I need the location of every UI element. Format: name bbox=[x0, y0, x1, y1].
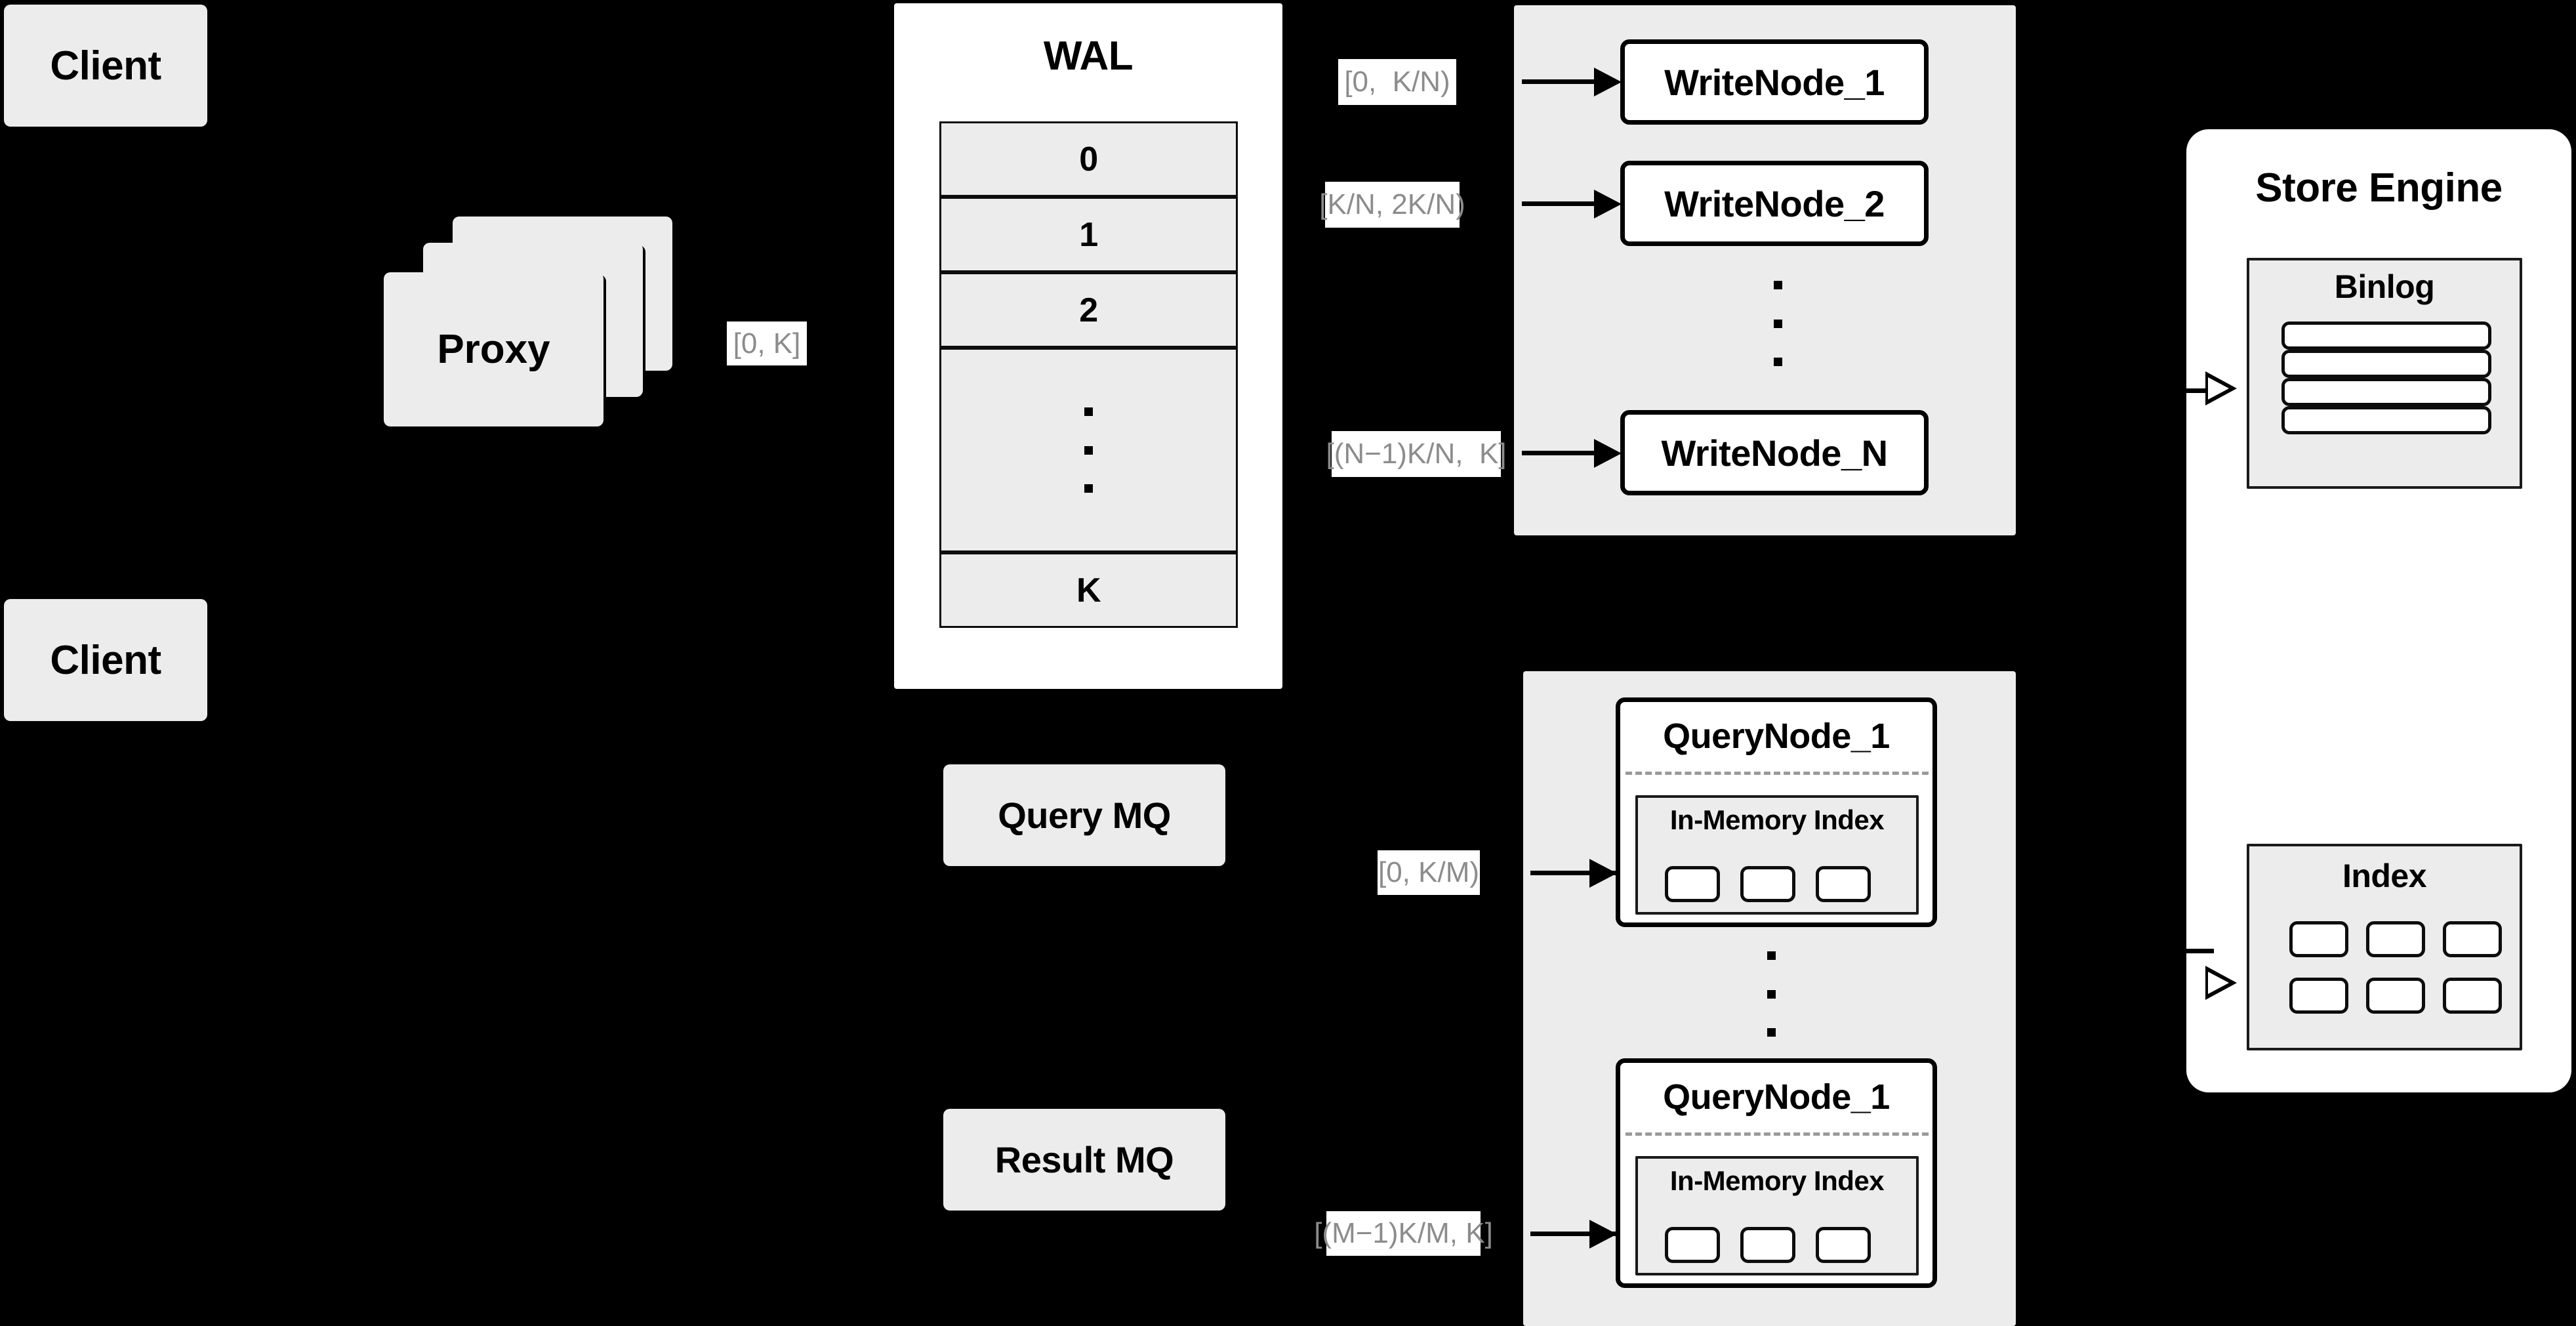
query-node-1-index-title: In-Memory Index bbox=[1635, 804, 1919, 837]
arrow-to-write-node-1-head bbox=[1594, 68, 1622, 96]
index-cell-5[interactable] bbox=[2366, 978, 2425, 1014]
query-node-m-segment-1[interactable] bbox=[1665, 1227, 1720, 1263]
proxy-range-label: [0, K] bbox=[727, 321, 807, 365]
arrow-to-binlog-line bbox=[2186, 388, 2214, 393]
query-node-1-title: QueryNode_1 bbox=[1616, 715, 1937, 757]
write-node-1[interactable]: WriteNode_1 bbox=[1620, 39, 1929, 125]
index-cell-6[interactable] bbox=[2443, 978, 2502, 1014]
write-node-n-label: WriteNode_N bbox=[1661, 432, 1888, 474]
dot bbox=[1773, 281, 1782, 289]
write-node-n-range-text: [(N−1)K/N, K] bbox=[1326, 438, 1507, 470]
index-title-text: Index bbox=[2342, 858, 2427, 894]
wal-cell-k-label: K bbox=[1076, 571, 1101, 610]
write-node-2[interactable]: WriteNode_2 bbox=[1620, 161, 1929, 246]
wal-cell-0-label: 0 bbox=[1079, 140, 1098, 178]
dot bbox=[1773, 319, 1782, 328]
wal-ellipsis-dots bbox=[1084, 407, 1093, 493]
dot bbox=[1767, 1028, 1776, 1037]
wal-cell-2-label: 2 bbox=[1079, 291, 1098, 329]
write-node-2-range-text: [K/N, 2K/N) bbox=[1319, 188, 1465, 220]
write-node-1-label: WriteNode_1 bbox=[1664, 61, 1885, 103]
query-node-m-label: QueryNode_1 bbox=[1663, 1077, 1890, 1117]
index-cell-2[interactable] bbox=[2366, 921, 2425, 957]
query-node-1-segment-1[interactable] bbox=[1665, 866, 1720, 902]
wal-cell-k[interactable]: K bbox=[939, 552, 1238, 628]
binlog-row-4[interactable] bbox=[2281, 406, 2491, 434]
client-box-2[interactable]: Client bbox=[4, 599, 207, 721]
query-node-m-range-text: [(M−1)K/M, K] bbox=[1314, 1217, 1493, 1249]
query-node-1-range-label: [0, K/M) bbox=[1378, 850, 1480, 895]
proxy-box[interactable]: Proxy bbox=[384, 272, 603, 426]
binlog-row-2[interactable] bbox=[2281, 350, 2491, 378]
index-title: Index bbox=[2247, 856, 2522, 896]
wal-cell-0[interactable]: 0 bbox=[939, 121, 1238, 197]
write-group-ellipsis bbox=[1771, 281, 1784, 366]
index-cell-4[interactable] bbox=[2289, 978, 2348, 1014]
wal-title-text: WAL bbox=[1043, 33, 1134, 79]
binlog-title: Binlog bbox=[2247, 268, 2522, 306]
wal-cell-ellipsis bbox=[939, 348, 1238, 552]
query-node-m-title: QueryNode_1 bbox=[1616, 1076, 1937, 1118]
arrow-to-write-node-1-line bbox=[1522, 79, 1607, 84]
client-box-1[interactable]: Client bbox=[4, 5, 207, 127]
query-node-1-separator bbox=[1625, 772, 1929, 775]
index-cell-3[interactable] bbox=[2443, 921, 2502, 957]
write-node-n-range-label: [(N−1)K/N, K] bbox=[1326, 431, 1507, 477]
client-label-1: Client bbox=[50, 43, 161, 89]
arrow-to-write-node-n-line bbox=[1522, 451, 1607, 455]
query-node-m-segment-3[interactable] bbox=[1816, 1227, 1871, 1263]
result-mq-box[interactable]: Result MQ bbox=[943, 1109, 1225, 1211]
query-node-1-index-title-text: In-Memory Index bbox=[1669, 804, 1885, 835]
arrow-to-binlog-head bbox=[2205, 371, 2237, 405]
query-node-1-label: QueryNode_1 bbox=[1663, 716, 1890, 756]
query-node-1-segment-3[interactable] bbox=[1816, 866, 1871, 902]
arrow-to-query-node-1-head bbox=[1589, 859, 1617, 888]
write-node-2-range-label: [K/N, 2K/N) bbox=[1319, 182, 1465, 228]
query-node-1-range-text: [0, K/M) bbox=[1378, 856, 1480, 888]
dot bbox=[1767, 989, 1776, 999]
dot bbox=[1084, 407, 1093, 416]
proxy-range-label-text: [0, K] bbox=[733, 327, 801, 360]
binlog-row-1[interactable] bbox=[2281, 321, 2491, 350]
proxy-label: Proxy bbox=[437, 327, 550, 372]
write-node-1-range-text: [0, K/N) bbox=[1344, 66, 1450, 98]
query-node-m-index-title: In-Memory Index bbox=[1635, 1165, 1919, 1197]
query-node-1-segment-2[interactable] bbox=[1740, 866, 1795, 902]
client-label-2: Client bbox=[50, 637, 161, 683]
write-node-2-label: WriteNode_2 bbox=[1664, 182, 1885, 224]
arrow-to-index-line bbox=[2186, 949, 2214, 953]
arrow-to-query-node-m-head bbox=[1589, 1220, 1617, 1249]
store-engine-title-text: Store Engine bbox=[2255, 165, 2503, 211]
binlog-title-text: Binlog bbox=[2334, 268, 2435, 305]
binlog-row-3[interactable] bbox=[2281, 378, 2491, 406]
dot bbox=[1084, 445, 1093, 455]
query-mq-label: Query MQ bbox=[998, 795, 1171, 836]
wal-cell-1-label: 1 bbox=[1079, 215, 1098, 254]
store-engine-title: Store Engine bbox=[2186, 164, 2571, 211]
wal-title: WAL bbox=[894, 33, 1282, 79]
dot bbox=[1773, 358, 1782, 366]
dot bbox=[1767, 951, 1776, 960]
arrow-to-write-node-2-head bbox=[1594, 190, 1622, 218]
wal-cell-1[interactable]: 1 bbox=[939, 197, 1238, 272]
arrow-to-index-head bbox=[2205, 966, 2237, 1000]
arrow-to-write-node-2-line bbox=[1522, 201, 1607, 206]
wal-cell-2[interactable]: 2 bbox=[939, 272, 1238, 348]
query-mq-box[interactable]: Query MQ bbox=[943, 764, 1225, 866]
result-mq-label: Result MQ bbox=[994, 1139, 1174, 1180]
dot bbox=[1084, 484, 1093, 493]
arrow-to-query-node-m-line bbox=[1530, 1232, 1616, 1236]
index-cell-1[interactable] bbox=[2289, 921, 2348, 957]
arrow-to-query-node-1-line bbox=[1530, 871, 1616, 875]
write-node-1-range-label: [0, K/N) bbox=[1338, 59, 1456, 105]
query-node-m-separator bbox=[1625, 1132, 1929, 1136]
write-node-n[interactable]: WriteNode_N bbox=[1620, 410, 1929, 495]
query-group-ellipsis bbox=[1765, 951, 1778, 1037]
query-node-m-segment-2[interactable] bbox=[1740, 1227, 1795, 1263]
query-node-m-range-label: [(M−1)K/M, K] bbox=[1314, 1211, 1493, 1256]
query-node-m-index-title-text: In-Memory Index bbox=[1669, 1165, 1885, 1196]
arrow-to-write-node-n-head bbox=[1594, 439, 1622, 468]
